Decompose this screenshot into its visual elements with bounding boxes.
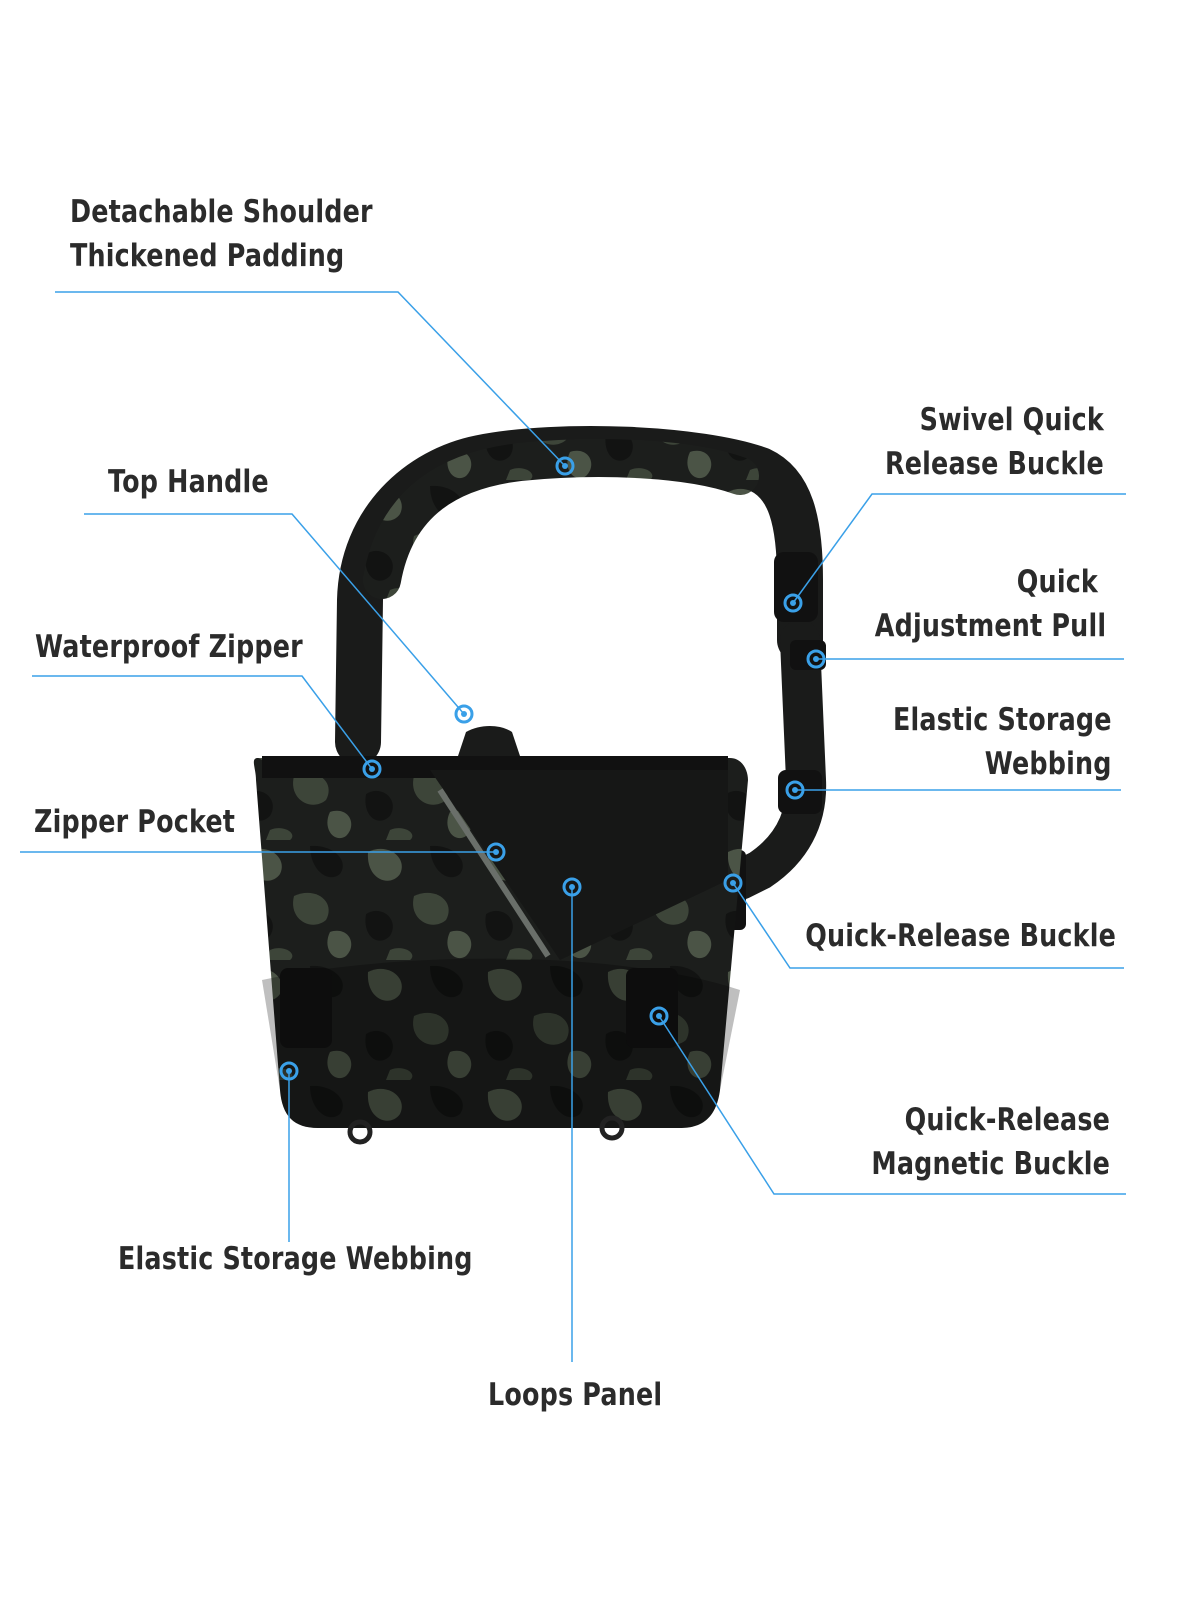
top-handle-shape: [458, 726, 520, 756]
label-line: Elastic Storage Webbing: [118, 1241, 473, 1277]
label-adjustment-pull: Quick Adjustment Pull: [875, 560, 1106, 648]
label-line: Webbing: [985, 746, 1112, 782]
label-waterproof-zipper: Waterproof Zipper: [35, 625, 303, 669]
callout-markers: [279, 456, 826, 1081]
quick-release-buckle-leader: [732, 882, 1124, 969]
label-top-handle: Top Handle: [108, 460, 269, 504]
quick-release-buckle-marker: [723, 873, 743, 893]
label-line: Magnetic Buckle: [871, 1146, 1110, 1182]
elastic-webbing-strap-marker: [785, 780, 805, 800]
label-line: Quick-Release: [904, 1102, 1110, 1138]
callout-lines: [20, 291, 1126, 1362]
shoulder-strap: [335, 426, 827, 930]
label-elastic-webbing-strap: Elastic Storage Webbing: [893, 698, 1112, 786]
magnetic-buckle-marker: [649, 1006, 669, 1026]
callout-marker-dots: [286, 463, 819, 1074]
top-handle-leader: [84, 513, 465, 715]
label-line: Quick-Release Buckle: [805, 918, 1116, 954]
shoulder-pad-marker: [555, 456, 575, 476]
right-buckle-shape: [626, 968, 678, 1048]
label-line: Top Handle: [108, 464, 269, 500]
label-line: Elastic Storage: [893, 702, 1112, 738]
label-line: Loops Panel: [488, 1377, 663, 1413]
label-line: Adjustment Pull: [874, 608, 1106, 644]
label-line: Quick: [1016, 564, 1098, 600]
magnetic-buckle-leader: [658, 1015, 1126, 1195]
shoulder-pad-leader: [55, 291, 566, 467]
elastic-webbing-bottom-marker: [279, 1061, 299, 1081]
loops-panel-shape: [430, 770, 728, 960]
swivel-buckle-marker: [783, 593, 803, 613]
swivel-buckle-leader: [792, 493, 1126, 604]
adjustment-pull-marker: [806, 649, 826, 669]
label-zipper-pocket: Zipper Pocket: [34, 800, 235, 844]
label-line: Release Buckle: [885, 446, 1104, 482]
label-line: Zipper Pocket: [34, 804, 236, 840]
bag-body: [253, 726, 748, 1145]
label-line: Detachable Shoulder: [70, 194, 373, 230]
label-line: Thickened Padding: [70, 238, 345, 274]
label-magnetic-buckle: Quick-Release Magnetic Buckle: [871, 1098, 1110, 1186]
label-swivel-buckle: Swivel Quick Release Buckle: [885, 398, 1104, 486]
zipper-pocket-marker: [486, 842, 506, 862]
label-quick-release-buckle: Quick-Release Buckle: [805, 914, 1116, 958]
top-handle-marker: [454, 704, 474, 724]
label-line: Waterproof Zipper: [35, 629, 303, 665]
zipper-pocket-shape: [437, 788, 551, 958]
waterproof-zipper-marker: [362, 759, 382, 779]
left-buckle-shape: [280, 968, 332, 1048]
waterproof-zipper-leader: [32, 675, 373, 770]
strap-webbing-shape: [778, 770, 822, 814]
label-line: Swivel Quick: [919, 402, 1104, 438]
label-elastic-webbing-bottom: Elastic Storage Webbing: [118, 1237, 473, 1281]
label-loops-panel: Loops Panel: [488, 1373, 662, 1417]
label-shoulder-pad: Detachable Shoulder Thickened Padding: [70, 190, 373, 278]
loops-panel-marker: [562, 877, 582, 897]
